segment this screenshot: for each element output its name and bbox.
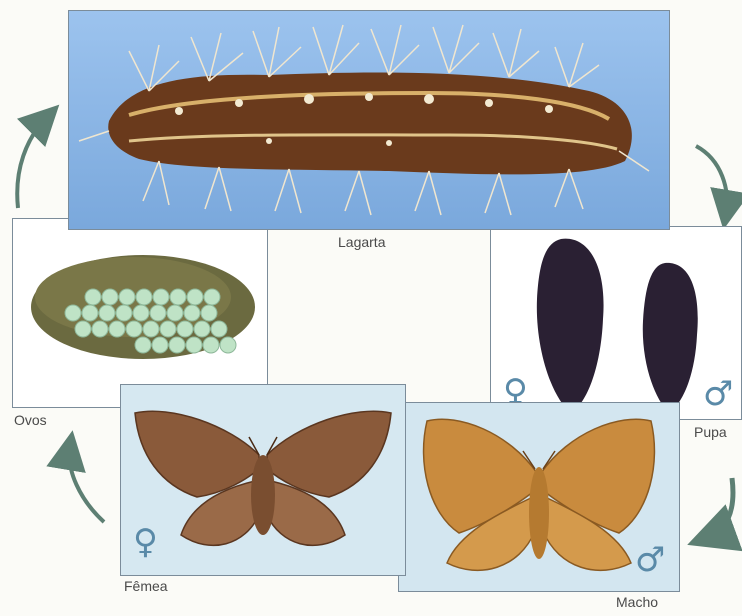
female-pupa [537, 239, 604, 413]
pupa-panel: ♀ ♂ [490, 226, 742, 420]
male-pupa [643, 263, 698, 413]
male-moth-panel: ♂ [398, 402, 680, 592]
arrow-female-to-eggs [69, 446, 104, 522]
female-symbol: ♀ [133, 525, 158, 559]
larva-label: Lagarta [338, 234, 385, 250]
female-moth-panel: ♀ [120, 384, 406, 576]
male-label: Macho [616, 594, 658, 610]
arrow-larva-to-pupa [696, 146, 727, 214]
arrow-eggs-to-larva [17, 116, 48, 208]
eggs-image [13, 219, 267, 407]
larva-panel [68, 10, 670, 230]
pupa-label: Pupa [694, 424, 727, 440]
eggs-label: Ovos [14, 412, 47, 428]
larva-image [69, 11, 669, 229]
eggs-panel [12, 218, 268, 408]
arrow-pupa-to-male [706, 478, 733, 538]
pupa-male-symbol: ♂ [703, 377, 733, 411]
female-label: Fêmea [124, 578, 168, 594]
female-moth-image [121, 385, 405, 575]
male-symbol: ♂ [635, 543, 665, 577]
